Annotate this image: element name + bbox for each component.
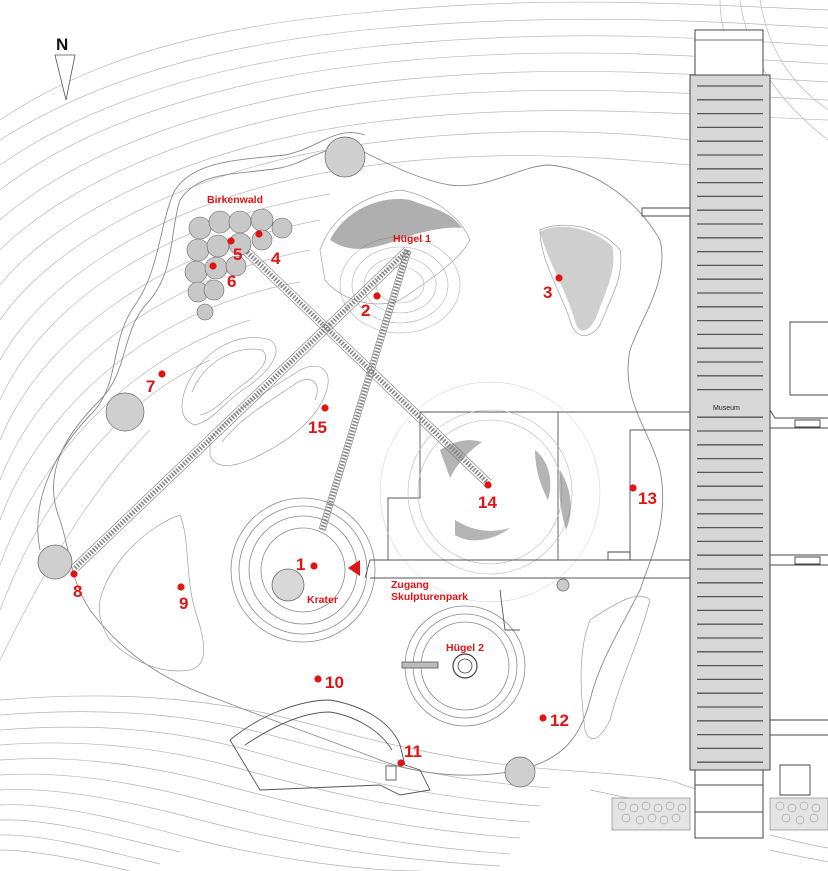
birkenwald-trees [184, 208, 293, 321]
marker-dot [555, 274, 563, 282]
terrain-contours [0, 0, 828, 661]
huegel1-contours [339, 236, 461, 334]
walkways [73, 248, 490, 570]
marker-number: 4 [271, 249, 281, 268]
stone-texture [617, 801, 821, 825]
marker-dot [484, 481, 492, 489]
north-arrow-icon: N [54, 35, 76, 101]
label-krater: Krater [307, 594, 338, 606]
marker-number: 10 [325, 673, 344, 692]
marker-dot [397, 759, 405, 767]
marker-number: 8 [73, 582, 82, 601]
marker-number: 3 [543, 283, 552, 302]
marker-dot [321, 404, 329, 412]
marker-number: 14 [478, 493, 497, 512]
markers [70, 230, 637, 767]
marker-dot [227, 237, 235, 245]
label-huegel1: Hügel 1 [393, 233, 431, 245]
entrance-path [364, 559, 690, 631]
krater [230, 497, 376, 643]
museum-stripes [697, 85, 763, 763]
north-label: N [56, 35, 68, 54]
marker-number: 1 [296, 555, 305, 574]
marker-number: 13 [638, 489, 657, 508]
marker-dot [314, 675, 322, 683]
marker-dot [373, 292, 381, 300]
lower-structure [229, 699, 431, 796]
label-skulpturenpark: Skulpturenpark [391, 591, 468, 603]
museum-building [689, 29, 771, 839]
huegel1-foliage [330, 199, 614, 331]
label-museum: Museum [713, 405, 740, 412]
label-zugang: Zugang [391, 579, 429, 591]
marker-numbers: 1 2 3 4 5 6 7 8 9 10 11 12 13 14 15 [73, 245, 657, 761]
right-buildings [607, 207, 828, 796]
marker-number: 5 [233, 245, 242, 264]
entrance-triangle-icon [348, 560, 360, 576]
square-foliage [440, 440, 571, 541]
huegel2 [401, 605, 526, 727]
single-trees [37, 136, 536, 788]
marker-dot [310, 562, 318, 570]
marker-number: 12 [550, 711, 569, 730]
marker-dot [209, 262, 217, 270]
label-huegel2: Hügel 2 [446, 642, 484, 654]
marker-dot [255, 230, 263, 238]
marker-number: 11 [404, 742, 422, 761]
place-labels: Birkenwald Hügel 1 Hügel 2 Krater Zugang… [207, 194, 484, 654]
marker-number: 15 [308, 418, 327, 437]
marker-dot [177, 583, 185, 591]
walkway-edges [71, 246, 492, 572]
marker-dot [629, 484, 637, 492]
marker-dot [158, 370, 166, 378]
marker-number: 9 [179, 594, 188, 613]
marker-number: 7 [146, 377, 155, 396]
marker-number: 6 [227, 272, 236, 291]
marker-number: 2 [361, 301, 370, 320]
label-birkenwald: Birkenwald [207, 194, 263, 206]
marker-dot [539, 714, 547, 722]
marker-dot [70, 570, 78, 578]
park-boundary [37, 132, 664, 776]
